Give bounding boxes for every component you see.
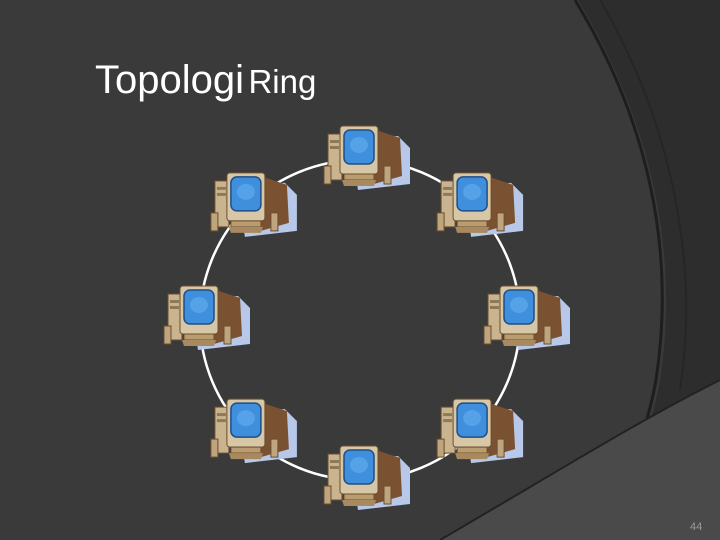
computer-node-7 desktop-computer-icon xyxy=(163,285,251,351)
computer-node-3 desktop-computer-icon xyxy=(483,285,571,351)
ring-nodes xyxy=(163,125,571,511)
computer-node-5 desktop-computer-icon xyxy=(323,445,411,511)
computer-node-4 desktop-computer-icon xyxy=(436,398,524,464)
slide-number: 44 xyxy=(690,521,703,533)
computer-node-8 desktop-computer-icon xyxy=(210,172,298,238)
slide-title: Topologi Ring xyxy=(95,58,316,103)
computer-node-6 desktop-computer-icon xyxy=(210,398,298,464)
title-word-topologi: Topologi xyxy=(95,58,245,102)
computer-node-2 desktop-computer-icon xyxy=(436,172,524,238)
computer-node-1 desktop-computer-icon xyxy=(323,125,411,191)
title-word-ring: Ring xyxy=(248,63,317,100)
